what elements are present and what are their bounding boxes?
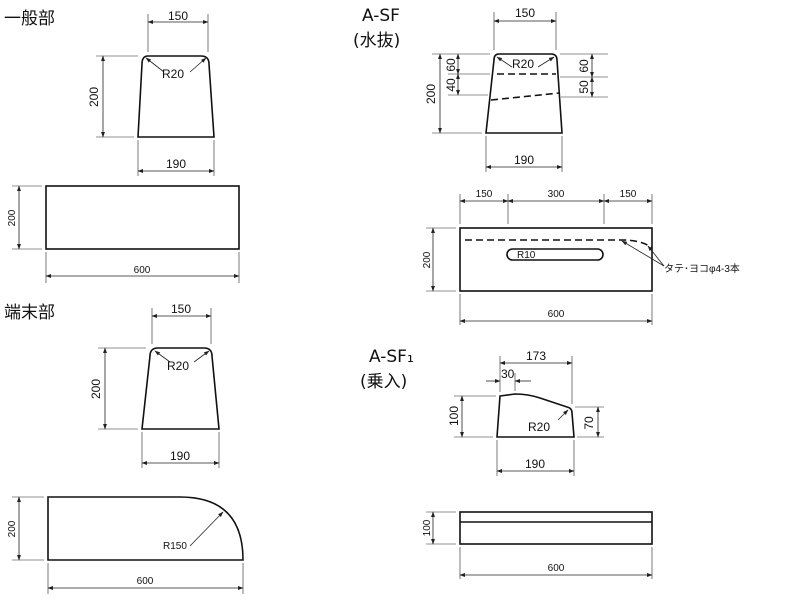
terminal-height-label: 200 [89,379,103,399]
asf-segment-left-label: 150 [476,189,493,200]
asf-elevation-height-label: 200 [422,251,433,268]
asf-radius-label: R20 [512,57,534,71]
general-elevation-outline [45,185,240,250]
terminal-elevation-length-label: 600 [137,576,154,587]
terminal-end-radius-label: R150 [163,541,187,552]
terminal-cross-section: 150 R20 200 190 [89,302,220,468]
heading-general: 一般部 [4,9,55,29]
asf-cross-section: 150 R20 200 60 40 60 50 190 [424,6,608,172]
asf-drain-line-lower [490,92,560,101]
terminal-elevation-outline [47,496,244,561]
heading-asf: A-SF [362,6,400,26]
asf1-elevation-length-label: 600 [548,563,565,574]
asf-elevation-length-label: 600 [548,309,565,320]
heading-asf1: A-SF₁ [369,347,414,367]
terminal-end-radius-leader [189,511,224,547]
general-height-label: 200 [87,87,101,107]
asf1-section-outline [496,393,575,438]
asf-right-upper-label: 60 [577,59,591,73]
asf-rebar-note: タテ･ヨコφ4-3本 [664,262,740,275]
asf1-elevation-height-label: 100 [422,519,433,536]
asf-segment-middle-label: 300 [548,189,565,200]
asf1-cross-section: 173 30 100 70 R20 190 [447,349,604,476]
asf-bottom-width-label: 190 [514,153,534,167]
asf1-radius-label: R20 [528,420,550,434]
general-top-width-label: 150 [168,9,188,23]
general-elevation: 200 600 [7,185,240,283]
asf-rebar-line [465,239,653,249]
asf-slot-radius-label: R10 [517,250,536,261]
terminal-top-width-label: 150 [171,302,191,316]
asf-top-width-label: 150 [515,6,535,20]
asf-elevation-outline [459,227,653,292]
asf1-elevation-outline [459,511,653,545]
heading-terminal: 端末部 [4,303,55,323]
asf-left-lower-label: 40 [444,78,458,92]
asf1-overall-width-label: 173 [526,349,546,363]
terminal-bottom-width-label: 190 [170,449,190,463]
asf1-left-height-label: 100 [447,406,461,426]
general-elevation-height-label: 200 [7,209,18,226]
asf1-elevation: 100 600 [422,511,653,579]
general-radius-label: R20 [162,67,184,81]
asf-drain-slot [506,248,604,261]
asf-right-lower-label: 50 [577,80,591,94]
asf1-right-height-label: 70 [582,416,596,430]
asf1-bottom-width-label: 190 [525,457,545,471]
asf-left-upper-label: 60 [444,58,458,72]
asf-elevation: R10 150 300 150 200 タテ･ヨコφ4-3本 600 [422,189,740,325]
general-bottom-width-label: 190 [166,157,186,171]
terminal-elevation-height-label: 200 [7,520,18,537]
asf-height-label: 200 [424,84,438,104]
general-elevation-length-label: 600 [134,265,151,276]
general-section-outline [137,55,215,138]
heading-asf-sub: (水抜) [353,31,400,51]
terminal-radius-label: R20 [167,359,189,373]
asf1-top-flat-label: 30 [501,367,515,381]
heading-asf1-sub: (乗入) [360,372,407,392]
asf-section-outline [485,53,563,134]
general-cross-section: 150 R20 200 190 [87,9,215,176]
terminal-section-outline [141,347,220,430]
asf-segment-right-label: 150 [620,189,637,200]
terminal-elevation: 200 R150 600 [7,496,244,594]
